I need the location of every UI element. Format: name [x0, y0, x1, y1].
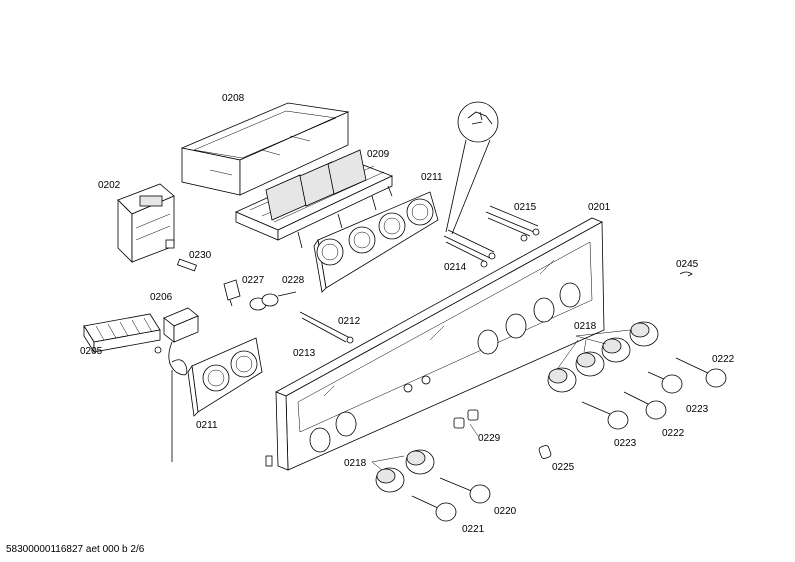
- label-0211-bottom: 0211: [196, 420, 218, 431]
- part-0208-tray: [180, 102, 350, 196]
- part-0228-seal: [249, 291, 297, 311]
- label-0223-right: 0223: [686, 404, 709, 415]
- part-0229-spacers: [453, 409, 479, 437]
- part-0218-knobs-lower: [371, 449, 435, 493]
- label-0230: 0230: [189, 250, 212, 261]
- label-0227: 0227: [242, 275, 265, 286]
- part-0212-wires: [299, 311, 354, 344]
- label-0213: 0213: [293, 348, 316, 359]
- part-0225-lamp: [538, 445, 552, 459]
- part-0211-upper-switch-housing: [313, 191, 439, 293]
- label-0215: 0215: [514, 202, 537, 213]
- part-0245-clip: [679, 271, 693, 277]
- label-0209: 0209: [367, 149, 390, 160]
- label-0228: 0228: [282, 275, 305, 286]
- part-0209-terminal-blocks: [235, 149, 394, 249]
- label-0205: 0205: [80, 346, 103, 357]
- label-0229: 0229: [478, 433, 501, 444]
- label-0214: 0214: [444, 262, 467, 273]
- label-0211-top: 0211: [421, 172, 443, 183]
- part-0201-control-panel: [265, 217, 605, 471]
- label-0218-lower: 0218: [344, 458, 367, 469]
- part-labels: 0208 0209 0211 0202 0230 0215 0201 0214 …: [80, 93, 735, 535]
- part-detail-callout: [445, 101, 499, 235]
- part-0220-0221-shafts-lower: [411, 477, 491, 522]
- label-0245: 0245: [676, 259, 699, 270]
- label-0218-right: 0218: [574, 321, 597, 332]
- label-0225: 0225: [552, 462, 575, 473]
- part-0205-terminal-strip: [83, 313, 162, 354]
- label-0223-left: 0223: [614, 438, 637, 449]
- label-0208: 0208: [222, 93, 245, 104]
- label-0202: 0202: [98, 180, 121, 191]
- part-0214-wires: [443, 229, 496, 268]
- part-0211-lower-switch-housing: [187, 337, 263, 417]
- part-0227-clip: [223, 279, 241, 307]
- label-0220: 0220: [494, 506, 517, 517]
- label-0222-left: 0222: [662, 428, 685, 439]
- part-0202-timer: [117, 183, 175, 263]
- part-0215-wires: [485, 205, 540, 242]
- part-0206-thermostat: [163, 307, 199, 462]
- label-0212: 0212: [338, 316, 361, 327]
- label-0206: 0206: [150, 292, 173, 303]
- part-0230-fuse: [177, 258, 197, 272]
- part-0222-0223-shafts-right: [581, 357, 727, 430]
- label-0201: 0201: [588, 202, 611, 213]
- part-0218-knobs-right: [547, 321, 659, 393]
- drawing-reference-footer: 58300000116827 aet 000 b 2/6: [6, 544, 145, 555]
- label-0221: 0221: [462, 524, 485, 535]
- label-0222-right: 0222: [712, 354, 735, 365]
